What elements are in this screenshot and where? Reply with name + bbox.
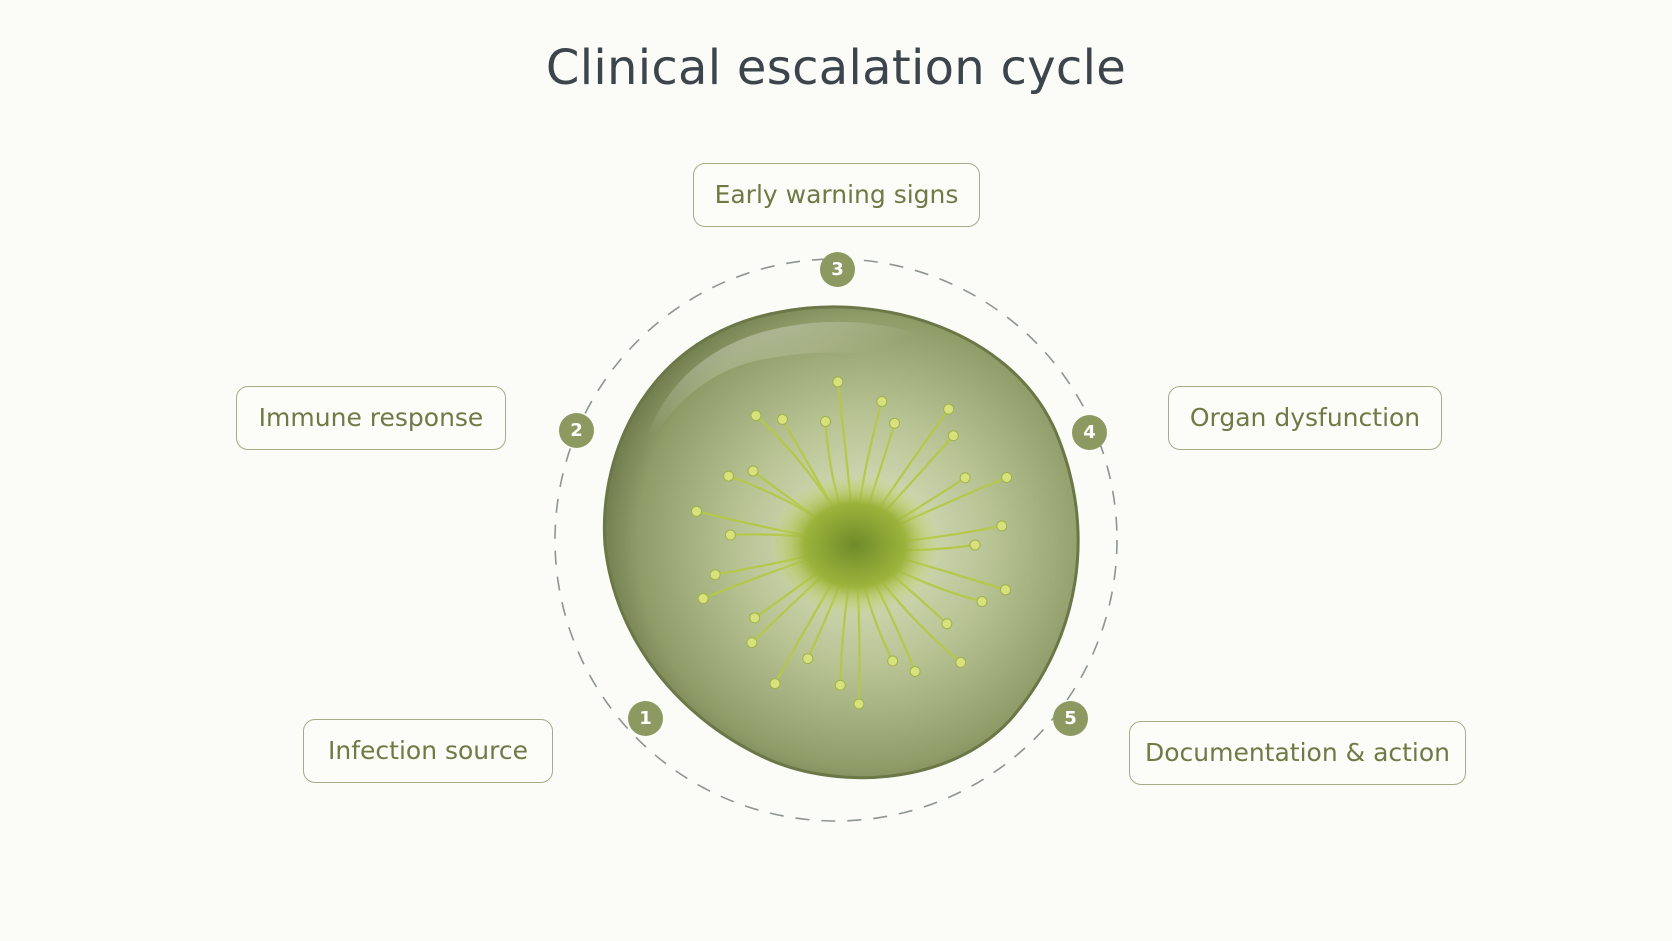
filament-tip: [723, 470, 735, 482]
filament-tip: [749, 612, 761, 624]
filament-tip: [709, 569, 721, 581]
cell-highlight: [640, 321, 1030, 470]
step-label-documentation-action: Documentation & action: [1129, 721, 1466, 785]
filament-tip: [834, 679, 846, 691]
filament-tip: [955, 656, 967, 668]
step-badge-5: 5: [1053, 701, 1088, 736]
filament-tip: [853, 698, 865, 710]
filament-tip: [691, 505, 703, 517]
filament-tip: [947, 430, 959, 442]
filament-tip: [969, 539, 981, 551]
filament-tip: [820, 415, 832, 427]
filament-tip: [747, 465, 759, 477]
step-badge-1: 1: [628, 701, 663, 736]
filament-tip: [750, 410, 762, 422]
filament-tip: [746, 637, 758, 649]
filament-tip: [941, 618, 953, 630]
filament-tip: [996, 520, 1008, 532]
step-badge-3: 3: [820, 252, 855, 287]
filament-tip: [1001, 471, 1013, 483]
filament-tip: [909, 665, 921, 677]
step-label-infection-source: Infection source: [303, 719, 553, 783]
filament-tip: [769, 678, 781, 690]
step-label-organ-dysfunction: Organ dysfunction: [1168, 386, 1442, 450]
page-title: Clinical escalation cycle: [545, 40, 1127, 96]
filament-tip: [887, 655, 899, 667]
step-label-immune-response: Immune response: [236, 386, 506, 450]
step-label-early-warning-signs: Early warning signs: [693, 163, 980, 227]
filament-tip: [959, 472, 971, 484]
step-badge-4: 4: [1072, 415, 1107, 450]
filament-tip: [889, 417, 901, 429]
filament-tip: [777, 413, 788, 425]
filament-tip: [976, 596, 988, 608]
cycle-ring: [554, 258, 1118, 822]
cell-illustration: [602, 305, 1080, 780]
filament-tip: [697, 593, 709, 605]
filament-tip: [999, 584, 1011, 596]
filament-tip: [943, 403, 955, 415]
cell-nucleus: [770, 475, 940, 615]
filament-tip: [876, 395, 888, 407]
filament-tip: [724, 529, 736, 541]
step-badge-2: 2: [559, 413, 594, 448]
filament-tip: [832, 376, 844, 388]
filament-tip: [802, 653, 814, 665]
